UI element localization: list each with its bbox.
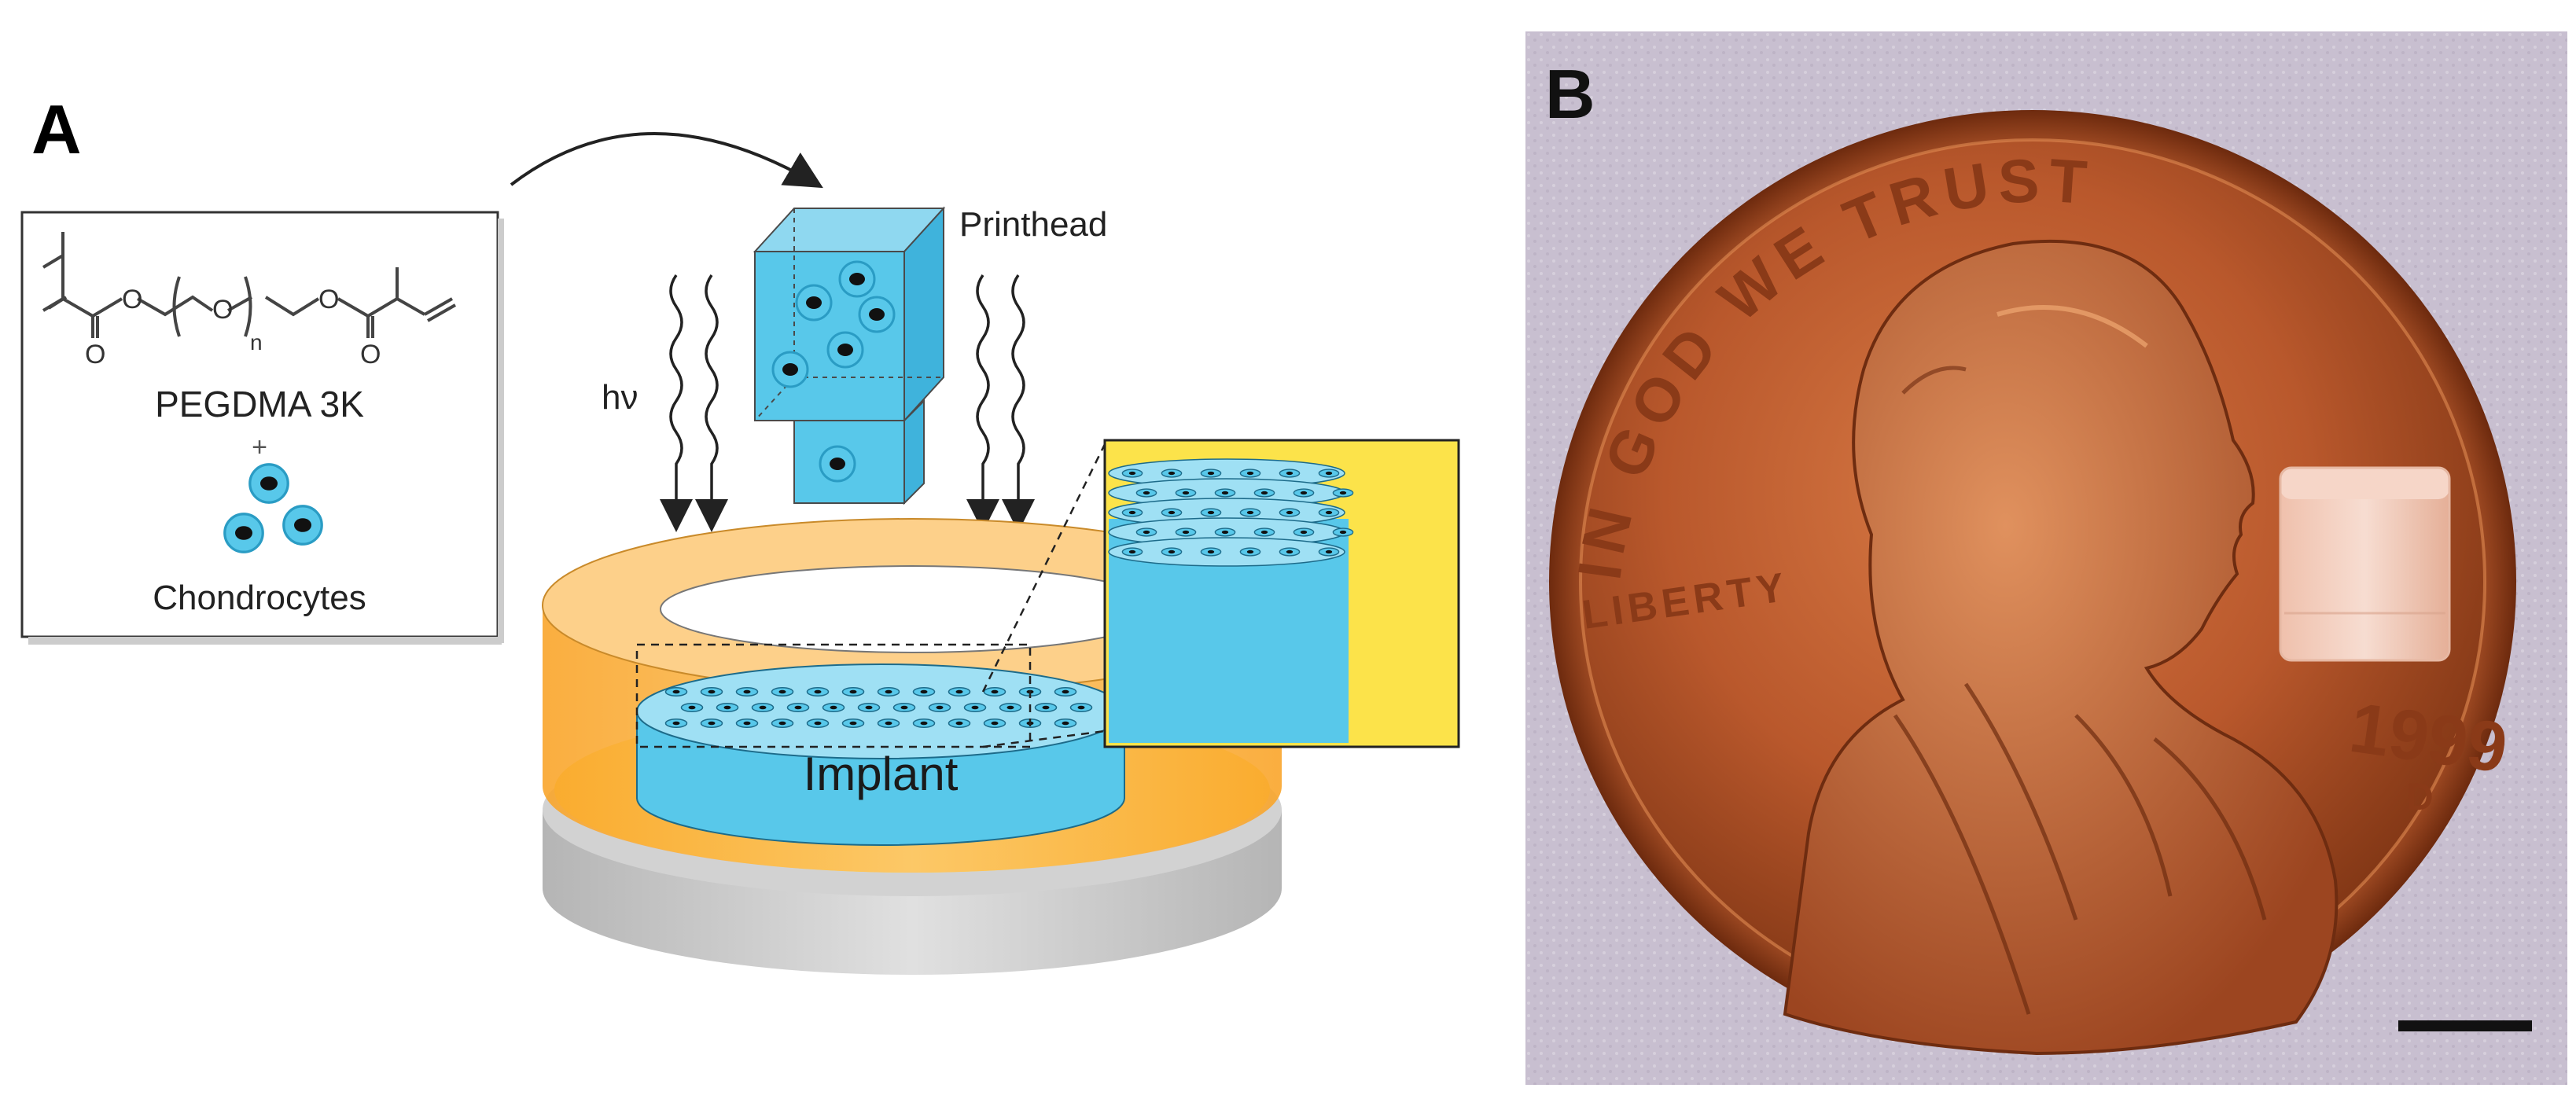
pore (822, 703, 845, 712)
pore (1121, 547, 1143, 557)
pore (1332, 488, 1354, 498)
pore (1161, 547, 1183, 557)
pegdma-structure (42, 232, 456, 338)
pore (1161, 508, 1183, 517)
pore (1239, 547, 1261, 557)
formula-atoms: O O n O O O (85, 285, 381, 369)
pore (1318, 469, 1340, 478)
pore (771, 687, 794, 697)
pore (1135, 527, 1157, 537)
printed-implant (2279, 466, 2451, 662)
pore (735, 719, 759, 728)
pore (1332, 527, 1354, 537)
pore (1293, 488, 1315, 498)
panel-b-label: B (1545, 55, 1595, 133)
pore (664, 719, 688, 728)
pore (1054, 719, 1077, 728)
pore (1214, 488, 1236, 498)
pore (1175, 488, 1197, 498)
reactant-box (20, 211, 504, 645)
pore (841, 719, 865, 728)
pore (841, 687, 865, 697)
lincoln-bust (1783, 239, 2339, 1056)
pore (716, 703, 739, 712)
coin-mint-mark: D (2406, 777, 2434, 818)
panel-a-schematic: A O O n O O O PEGDMA 3K + (20, 90, 1460, 975)
pore (1069, 703, 1093, 712)
pore (857, 703, 881, 712)
pore (1318, 508, 1340, 517)
implant-label: Implant (804, 748, 959, 800)
atom-o-carbonyl-left: O (85, 340, 105, 369)
pore (1121, 469, 1143, 478)
pore (1239, 508, 1261, 517)
printhead-label: Printhead (959, 205, 1107, 244)
pore (963, 703, 987, 712)
pore (771, 719, 794, 728)
pore (1034, 703, 1058, 712)
printhead (753, 206, 946, 505)
pore (892, 703, 916, 712)
pore (664, 687, 688, 697)
pore (806, 687, 830, 697)
pore (1175, 527, 1197, 537)
light-label: hν (602, 378, 638, 417)
atom-o-ether: O (212, 295, 233, 325)
pore (1121, 508, 1143, 517)
pore (1161, 469, 1183, 478)
pore (1200, 508, 1222, 517)
pore (912, 719, 936, 728)
pore (1253, 488, 1275, 498)
pore (1054, 687, 1077, 697)
atom-o-carbonyl-right: O (360, 340, 381, 369)
pore (948, 687, 971, 697)
plus-sign: + (252, 432, 267, 462)
pore (983, 687, 1006, 697)
molecule-name: PEGDMA 3K (155, 384, 364, 425)
cells-label: Chondrocytes (153, 579, 366, 617)
pore (751, 703, 775, 712)
pore (912, 687, 936, 697)
pore (877, 687, 900, 697)
pore (735, 687, 759, 697)
zoom-guides (635, 443, 1106, 748)
pore-layer (1108, 537, 1345, 567)
pore (1200, 469, 1222, 478)
pore (1253, 527, 1275, 537)
pore (1279, 469, 1301, 478)
uv-light-waves (660, 274, 1035, 532)
pore (700, 687, 723, 697)
panel-a-label: A (31, 90, 82, 168)
atom-o-ester-left: O (122, 285, 142, 314)
pore (877, 719, 900, 728)
atom-o-ester-right: O (318, 285, 339, 314)
curved-arrow (510, 132, 823, 189)
pore (700, 719, 723, 728)
pore (928, 703, 951, 712)
pore (1318, 547, 1340, 557)
pore (786, 703, 810, 712)
pore (948, 719, 971, 728)
pore (680, 703, 704, 712)
pore (1200, 547, 1222, 557)
inset-pore-layers (1108, 458, 1354, 567)
pore (1214, 527, 1236, 537)
pore (983, 719, 1006, 728)
pore (1279, 508, 1301, 517)
pore (1279, 547, 1301, 557)
pore (1135, 488, 1157, 498)
pore (1239, 469, 1261, 478)
pore (806, 719, 830, 728)
panel-b-photo: B IN GOD WE TRUST LIBERTY 1999 D (1525, 31, 2567, 1085)
pore (1293, 527, 1315, 537)
scale-bar (2398, 1020, 2532, 1031)
pore (999, 703, 1022, 712)
subscript-n: n (250, 330, 263, 355)
